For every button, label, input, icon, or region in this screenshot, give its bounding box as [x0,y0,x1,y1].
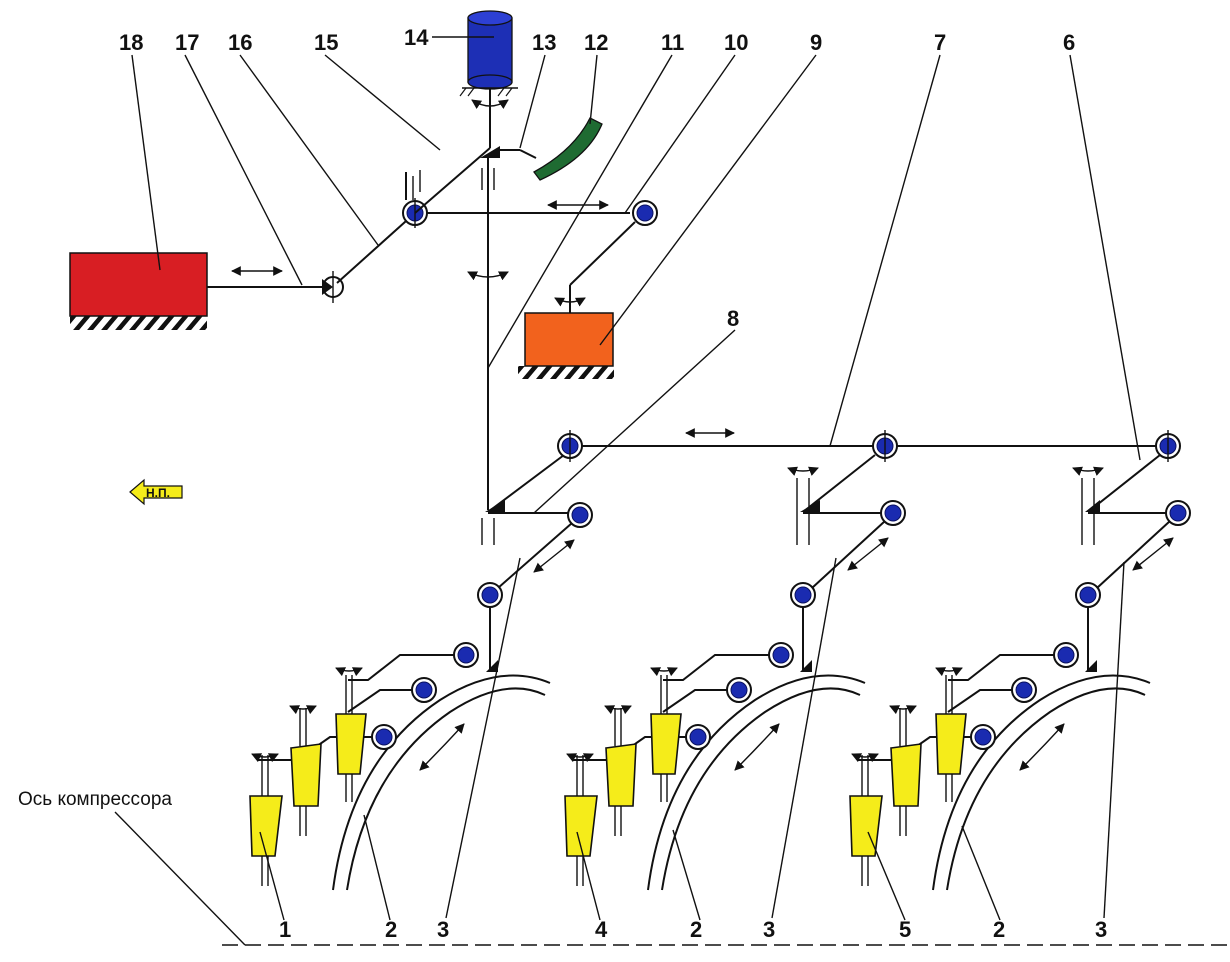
stage3 [849,642,1151,891]
label-18: 18 [119,30,143,55]
axis-caption-leader [114,811,246,946]
label-12: 12 [584,30,608,55]
label-1: 1 [279,917,291,942]
actuator-18 [69,252,308,330]
label-16: 16 [228,30,252,55]
bearing-15 [405,170,421,200]
label-14: 14 [404,25,429,50]
rod-3-stage1 [477,522,575,670]
label-10: 10 [724,30,748,55]
lever-16 [336,212,416,284]
label-13: 13 [532,30,556,55]
label-2-stage2: 2 [690,917,702,942]
crank-8 [481,451,575,545]
joint-stage2-bottom [880,500,906,526]
label-3-stage2: 3 [763,917,775,942]
joint-8-bottom [567,502,593,528]
label-3-stage1: 3 [437,917,449,942]
joint-17 [308,271,344,303]
label-3-stage3: 3 [1095,917,1107,942]
joint-7-mid [872,430,898,462]
drive-cylinder-14 [459,10,518,118]
joint-10 [632,200,658,226]
joint-stage3-bottom [1165,500,1191,526]
label-7: 7 [934,30,946,55]
axis-caption: Ось компрессора [18,789,172,810]
label-2-stage3: 2 [993,917,1005,942]
joint-6 [1155,430,1181,462]
leader-lines [131,36,1141,921]
lever-15 [414,147,491,214]
direction-label: Н.П. [146,486,170,500]
label-17: 17 [175,30,199,55]
stage1 [249,642,551,891]
label-11: 11 [661,30,684,55]
label-5: 5 [899,917,911,942]
stage3-crank [1072,454,1170,545]
rod-3-stage3 [1075,520,1174,670]
label-4: 4 [595,917,608,942]
label-15: 15 [314,30,338,55]
label-2-stage1: 2 [385,917,397,942]
stage2 [564,642,866,891]
label-6: 6 [1063,30,1075,55]
bell-crank-13 [467,146,520,368]
rod-3-stage2 [790,520,889,670]
hydraulic-cylinder-9 [518,312,614,379]
direction-arrow: Н.П. [129,478,183,506]
stage2-crank [787,454,885,545]
label-9: 9 [810,30,822,55]
label-8: 8 [727,306,739,331]
sector-12 [519,117,603,181]
